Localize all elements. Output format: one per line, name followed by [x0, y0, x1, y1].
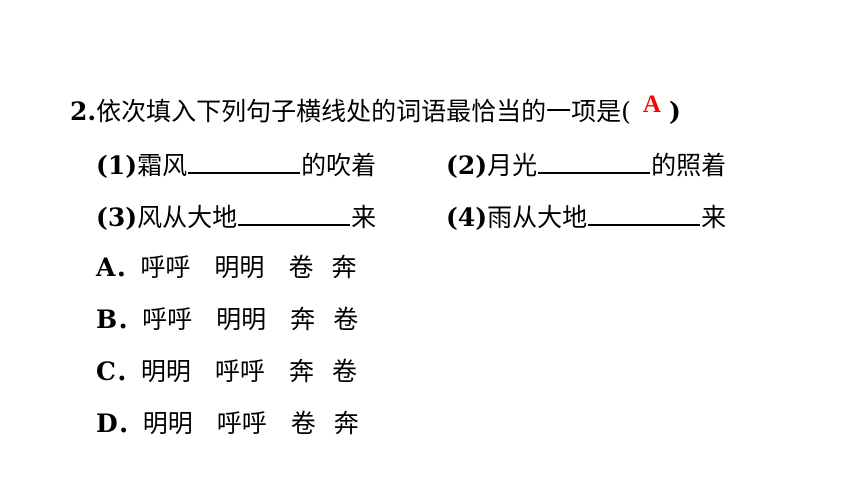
sentence-3-blank	[238, 202, 351, 226]
sentence-3: (3)风从大地 来	[96, 202, 376, 233]
option-b-word-2: 明明	[216, 305, 267, 334]
sentence-1-label: (1)	[96, 151, 138, 180]
sentence-1-after: 的吹着	[301, 151, 377, 180]
option-d-word-4: 奔	[333, 409, 359, 438]
option-d-letter: D．	[96, 409, 143, 438]
option-a-word-1: 呼呼	[140, 253, 191, 282]
option-c-word-2: 呼呼	[214, 357, 265, 386]
question-number: 2.	[70, 97, 97, 126]
sentence-4: (4)雨从大地 来	[446, 202, 726, 233]
sentence-4-blank	[588, 202, 701, 226]
option-d-word-2: 呼呼	[216, 409, 267, 438]
question-stem: 依次填入下列句子横线处的词语最恰当的一项是(	[96, 97, 631, 126]
option-c-word-3: 奔	[288, 357, 314, 386]
option-d-word-3: 卷	[290, 409, 316, 438]
sentence-2-label: (2)	[446, 151, 488, 180]
sentence-4-after: 来	[701, 203, 727, 232]
sentence-4-label: (4)	[446, 203, 488, 232]
option-b[interactable]: B．呼呼明明奔卷	[96, 305, 358, 335]
sentence-3-before: 风从大地	[137, 203, 238, 232]
option-c[interactable]: C．明明呼呼奔卷	[96, 357, 357, 387]
sentence-3-label: (3)	[96, 203, 138, 232]
sentence-2-blank	[538, 150, 651, 174]
option-b-word-3: 奔	[290, 305, 316, 334]
option-c-word-4: 卷	[331, 357, 357, 386]
sentence-2-after: 的照着	[651, 151, 727, 180]
sentence-1-blank	[188, 150, 301, 174]
sentence-3-after: 来	[351, 203, 377, 232]
option-b-word-4: 卷	[333, 305, 359, 334]
option-a-letter: A．	[96, 253, 141, 282]
sentence-4-before: 雨从大地	[487, 203, 588, 232]
option-a-word-3: 卷	[288, 253, 314, 282]
option-a[interactable]: A．呼呼明明卷奔	[96, 253, 356, 283]
sentence-2: (2)月光 的照着	[446, 150, 726, 181]
option-c-word-1: 明明	[140, 357, 191, 386]
answer-letter: A	[642, 91, 661, 118]
option-d[interactable]: D．明明呼呼卷奔	[96, 409, 359, 439]
option-b-letter: B．	[96, 305, 143, 334]
sentence-1: (1)霜风 的吹着	[96, 150, 376, 181]
option-c-letter: C．	[96, 357, 141, 386]
option-a-word-4: 奔	[331, 253, 357, 282]
option-b-word-1: 呼呼	[142, 305, 193, 334]
close-paren: )	[668, 97, 681, 126]
option-d-word-1: 明明	[142, 409, 193, 438]
sentence-2-before: 月光	[487, 151, 538, 180]
option-a-word-2: 明明	[214, 253, 265, 282]
sentence-1-before: 霜风	[137, 151, 188, 180]
question-stem-line: 2.依次填入下列句子横线处的词语最恰当的一项是( A)	[70, 91, 681, 128]
